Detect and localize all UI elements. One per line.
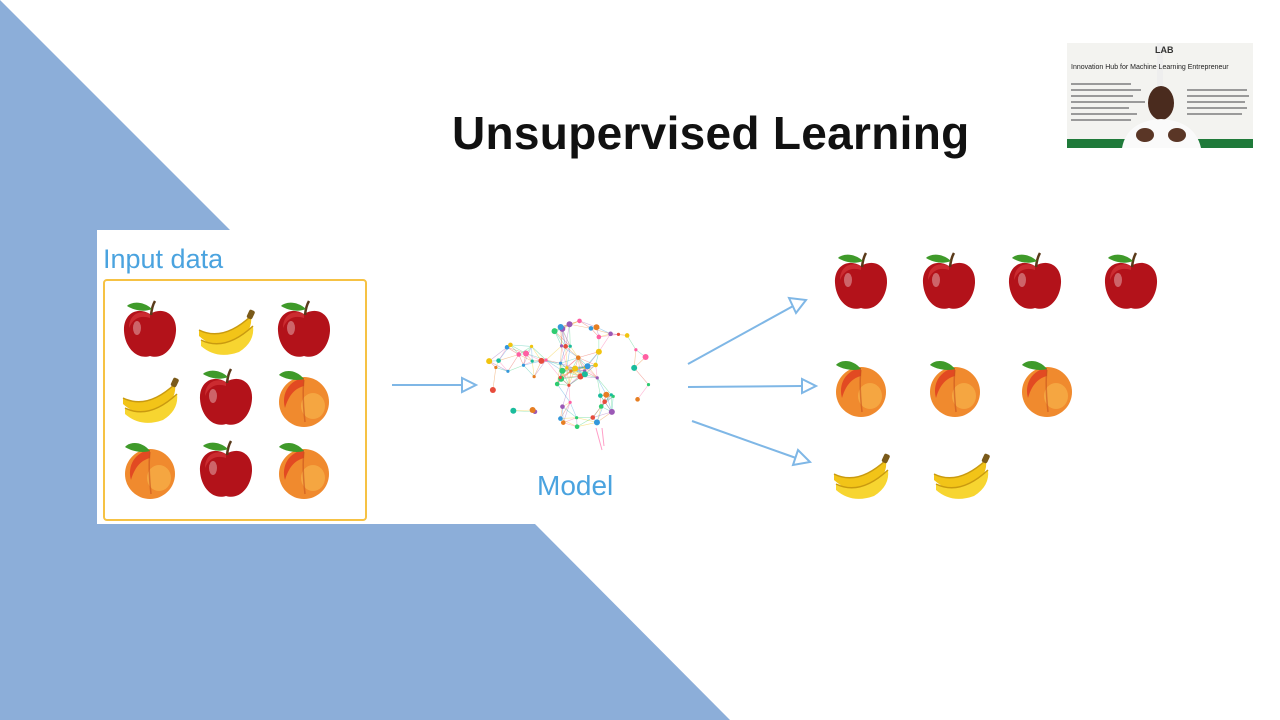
brain-network-icon [486,318,651,451]
model-label: Model [537,470,614,501]
arrowhead [787,296,808,315]
webcam-frame: Innovation Hub for Machine Learning Entr… [1067,43,1253,148]
peach-icon [828,354,894,420]
model-to-apples-arrow [687,304,796,365]
peach-icon [271,436,337,502]
peach-icon [922,354,988,420]
peach-icon [117,436,183,502]
banana-icon [928,440,994,506]
webcam-banner-left: Innovation Hub for Machine Learning Entr… [1071,64,1229,71]
apple-icon [117,296,183,362]
apple-icon [1002,248,1068,314]
arrowhead [801,377,819,395]
banana-icon [193,296,259,362]
apple-icon [1098,248,1164,314]
apple-icon [193,364,259,430]
apple-icon [828,248,894,314]
peach-icon [271,364,337,430]
input-data-label: Input data [103,244,224,274]
model-to-peaches-arrow [687,385,803,388]
arrowhead [791,448,813,467]
presenter-webcam: Innovation Hub for Machine Learning Entr… [1067,43,1253,148]
peach-icon [1014,354,1080,420]
background-triangle-bottom [0,524,730,720]
webcam-lab-text: LAB [1155,45,1174,55]
banana-icon [117,364,183,430]
background-triangle-top [0,0,230,230]
apple-icon [916,248,982,314]
background-band-left [0,230,97,524]
model-to-bananas-arrow [691,420,797,459]
input-data-panel: Input data [97,230,376,524]
apple-icon [271,296,337,362]
banana-icon [828,440,894,506]
input-data-frame [103,279,367,521]
slide-title: Unsupervised Learning [452,107,970,159]
apple-icon [193,436,259,502]
arrowhead [461,376,479,394]
